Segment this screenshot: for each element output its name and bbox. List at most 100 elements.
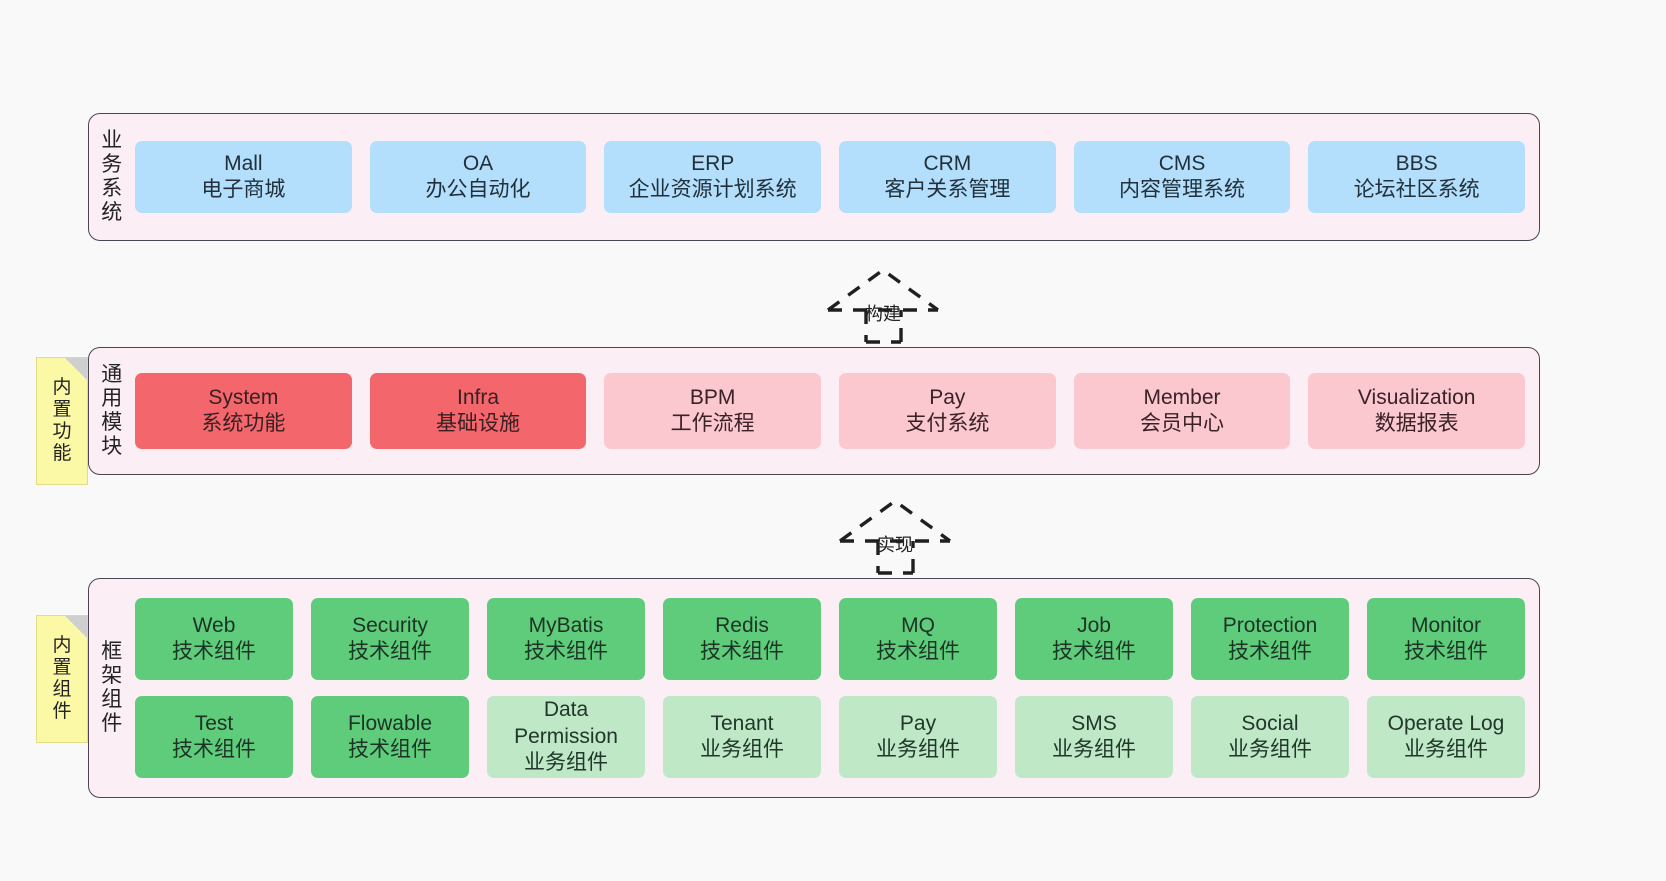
node-sms[interactable]: SMS 业务组件	[1015, 696, 1173, 778]
node-title: Protection	[1222, 613, 1318, 637]
node-subtitle: 业务组件	[524, 751, 608, 775]
node-bpm[interactable]: BPM 工作流程	[604, 373, 822, 449]
node-test[interactable]: Test 技术组件	[135, 696, 293, 778]
layer-row: Web 技术组件 Security 技术组件 MyBatis 技术组件 Redi…	[135, 598, 1525, 680]
connector-build: 构建	[808, 262, 958, 344]
node-title: SMS	[1071, 711, 1117, 735]
layer-label-common-module: 通 用 模 块	[101, 363, 123, 458]
node-monitor[interactable]: Monitor 技术组件	[1367, 598, 1525, 680]
node-subtitle: 客户关系管理	[884, 178, 1011, 201]
node-title: Infra	[456, 385, 500, 409]
node-title: Pay	[929, 385, 966, 409]
layer-label-framework-component: 框 架 组 件	[101, 640, 123, 735]
node-mall[interactable]: Mall 电子商城	[135, 141, 352, 213]
node-title: Web	[192, 613, 236, 637]
node-oa[interactable]: OA 办公自动化	[369, 141, 587, 213]
node-flowable[interactable]: Flowable 技术组件	[311, 696, 469, 778]
node-subtitle: 企业资源计划系统	[628, 178, 797, 201]
node-cms[interactable]: CMS 内容管理系统	[1073, 141, 1291, 213]
node-title: Member	[1143, 385, 1221, 409]
node-subtitle: 业务组件	[1404, 738, 1488, 761]
layer-row: System 系统功能 Infra 基础设施 BPM 工作流程 Pay 支付系统…	[135, 373, 1526, 449]
node-subtitle: 业务组件	[876, 738, 960, 761]
node-security[interactable]: Security 技术组件	[311, 598, 469, 680]
node-title: Security	[352, 613, 428, 637]
node-subtitle: 办公自动化	[425, 178, 531, 201]
node-subtitle: 技术组件	[1228, 640, 1312, 663]
note-builtin-component: 内 置 组 件	[36, 615, 88, 743]
node-pay-component[interactable]: Pay 业务组件	[839, 696, 997, 778]
layer-row: Test 技术组件 Flowable 技术组件 Data Permission …	[135, 696, 1525, 778]
node-title: CRM	[923, 151, 972, 175]
connector-realize-label: 实现	[877, 535, 913, 555]
node-title: Job	[1077, 613, 1111, 637]
node-title: Social	[1241, 711, 1299, 735]
node-protection[interactable]: Protection 技术组件	[1191, 598, 1349, 680]
node-title: Visualization	[1357, 385, 1476, 409]
node-subtitle: 会员中心	[1140, 412, 1225, 435]
node-title: CMS	[1158, 151, 1206, 175]
node-title: Flowable	[347, 711, 433, 735]
node-social[interactable]: Social 业务组件	[1191, 696, 1349, 778]
node-subtitle: 业务组件	[1052, 738, 1136, 761]
node-subtitle: 技术组件	[172, 738, 256, 761]
node-title: System	[208, 385, 279, 409]
node-title: BBS	[1395, 151, 1438, 175]
connector-realize: 实现	[820, 493, 970, 575]
node-redis[interactable]: Redis 技术组件	[663, 598, 821, 680]
node-mq[interactable]: MQ 技术组件	[839, 598, 997, 680]
node-title: Pay	[899, 711, 937, 735]
node-system[interactable]: System 系统功能	[135, 373, 352, 449]
node-title: Redis	[715, 613, 769, 637]
node-visualization[interactable]: Visualization 数据报表	[1308, 373, 1526, 449]
layer-body-business-system: Mall 电子商城 OA 办公自动化 ERP 企业资源计划系统 CRM 客户关系…	[135, 114, 1539, 240]
layer-row: Mall 电子商城 OA 办公自动化 ERP 企业资源计划系统 CRM 客户关系…	[135, 141, 1526, 213]
node-title: Mall	[224, 151, 263, 175]
node-subtitle: 论坛社区系统	[1353, 178, 1480, 201]
node-title: MQ	[901, 613, 935, 637]
node-subtitle: 技术组件	[524, 640, 608, 663]
node-subtitle: 业务组件	[700, 738, 784, 761]
note-text: 内 置 组 件	[52, 634, 72, 723]
node-title: MyBatis	[528, 613, 604, 637]
layer-body-framework-component: Web 技术组件 Security 技术组件 MyBatis 技术组件 Redi…	[135, 579, 1539, 797]
realization-arrow-icon	[827, 267, 939, 344]
node-web[interactable]: Web 技术组件	[135, 598, 293, 680]
node-mybatis[interactable]: MyBatis 技术组件	[487, 598, 645, 680]
node-crm[interactable]: CRM 客户关系管理	[839, 141, 1056, 213]
node-subtitle: 技术组件	[876, 640, 960, 663]
node-title: Operate Log	[1387, 711, 1505, 735]
node-title: Tenant	[710, 711, 774, 735]
layer-label-business-system: 业 务 系 统	[101, 129, 123, 224]
node-infra[interactable]: Infra 基础设施	[369, 373, 587, 449]
layer-framework-component: 框 架 组 件 Web 技术组件 Security 技术组件 MyBatis 技…	[88, 578, 1540, 798]
realization-arrow-icon	[839, 498, 951, 575]
node-title: OA	[462, 151, 494, 175]
node-title: Test	[194, 711, 234, 735]
layer-business-system: 业 务 系 统 Mall 电子商城 OA 办公自动化 ERP 企业资源计划系统 …	[88, 113, 1540, 241]
node-subtitle: 技术组件	[1052, 640, 1136, 663]
node-job[interactable]: Job 技术组件	[1015, 598, 1173, 680]
note-builtin-function: 内 置 功 能	[36, 357, 88, 485]
connector-build-label: 构建	[865, 304, 901, 324]
node-subtitle: 系统功能	[201, 412, 286, 435]
node-subtitle: 工作流程	[670, 412, 755, 435]
node-data-permission[interactable]: Data Permission 业务组件	[487, 696, 645, 778]
layer-common-module: 通 用 模 块 System 系统功能 Infra 基础设施 BPM 工作流程 …	[88, 347, 1540, 475]
node-erp[interactable]: ERP 企业资源计划系统	[604, 141, 822, 213]
node-title: ERP	[691, 151, 735, 175]
node-operate-log[interactable]: Operate Log 业务组件	[1367, 696, 1525, 778]
node-bbs[interactable]: BBS 论坛社区系统	[1308, 141, 1526, 213]
node-subtitle: 业务组件	[1228, 738, 1312, 761]
node-subtitle: 技术组件	[348, 738, 432, 761]
node-subtitle: 技术组件	[172, 640, 256, 663]
node-subtitle: 支付系统	[905, 412, 990, 435]
node-subtitle: 内容管理系统	[1119, 178, 1246, 201]
node-title: Monitor	[1410, 613, 1482, 637]
node-subtitle: 电子商城	[201, 178, 286, 201]
node-tenant[interactable]: Tenant 业务组件	[663, 696, 821, 778]
node-subtitle: 技术组件	[1404, 640, 1488, 663]
node-pay-module[interactable]: Pay 支付系统	[839, 373, 1056, 449]
node-member[interactable]: Member 会员中心	[1073, 373, 1291, 449]
